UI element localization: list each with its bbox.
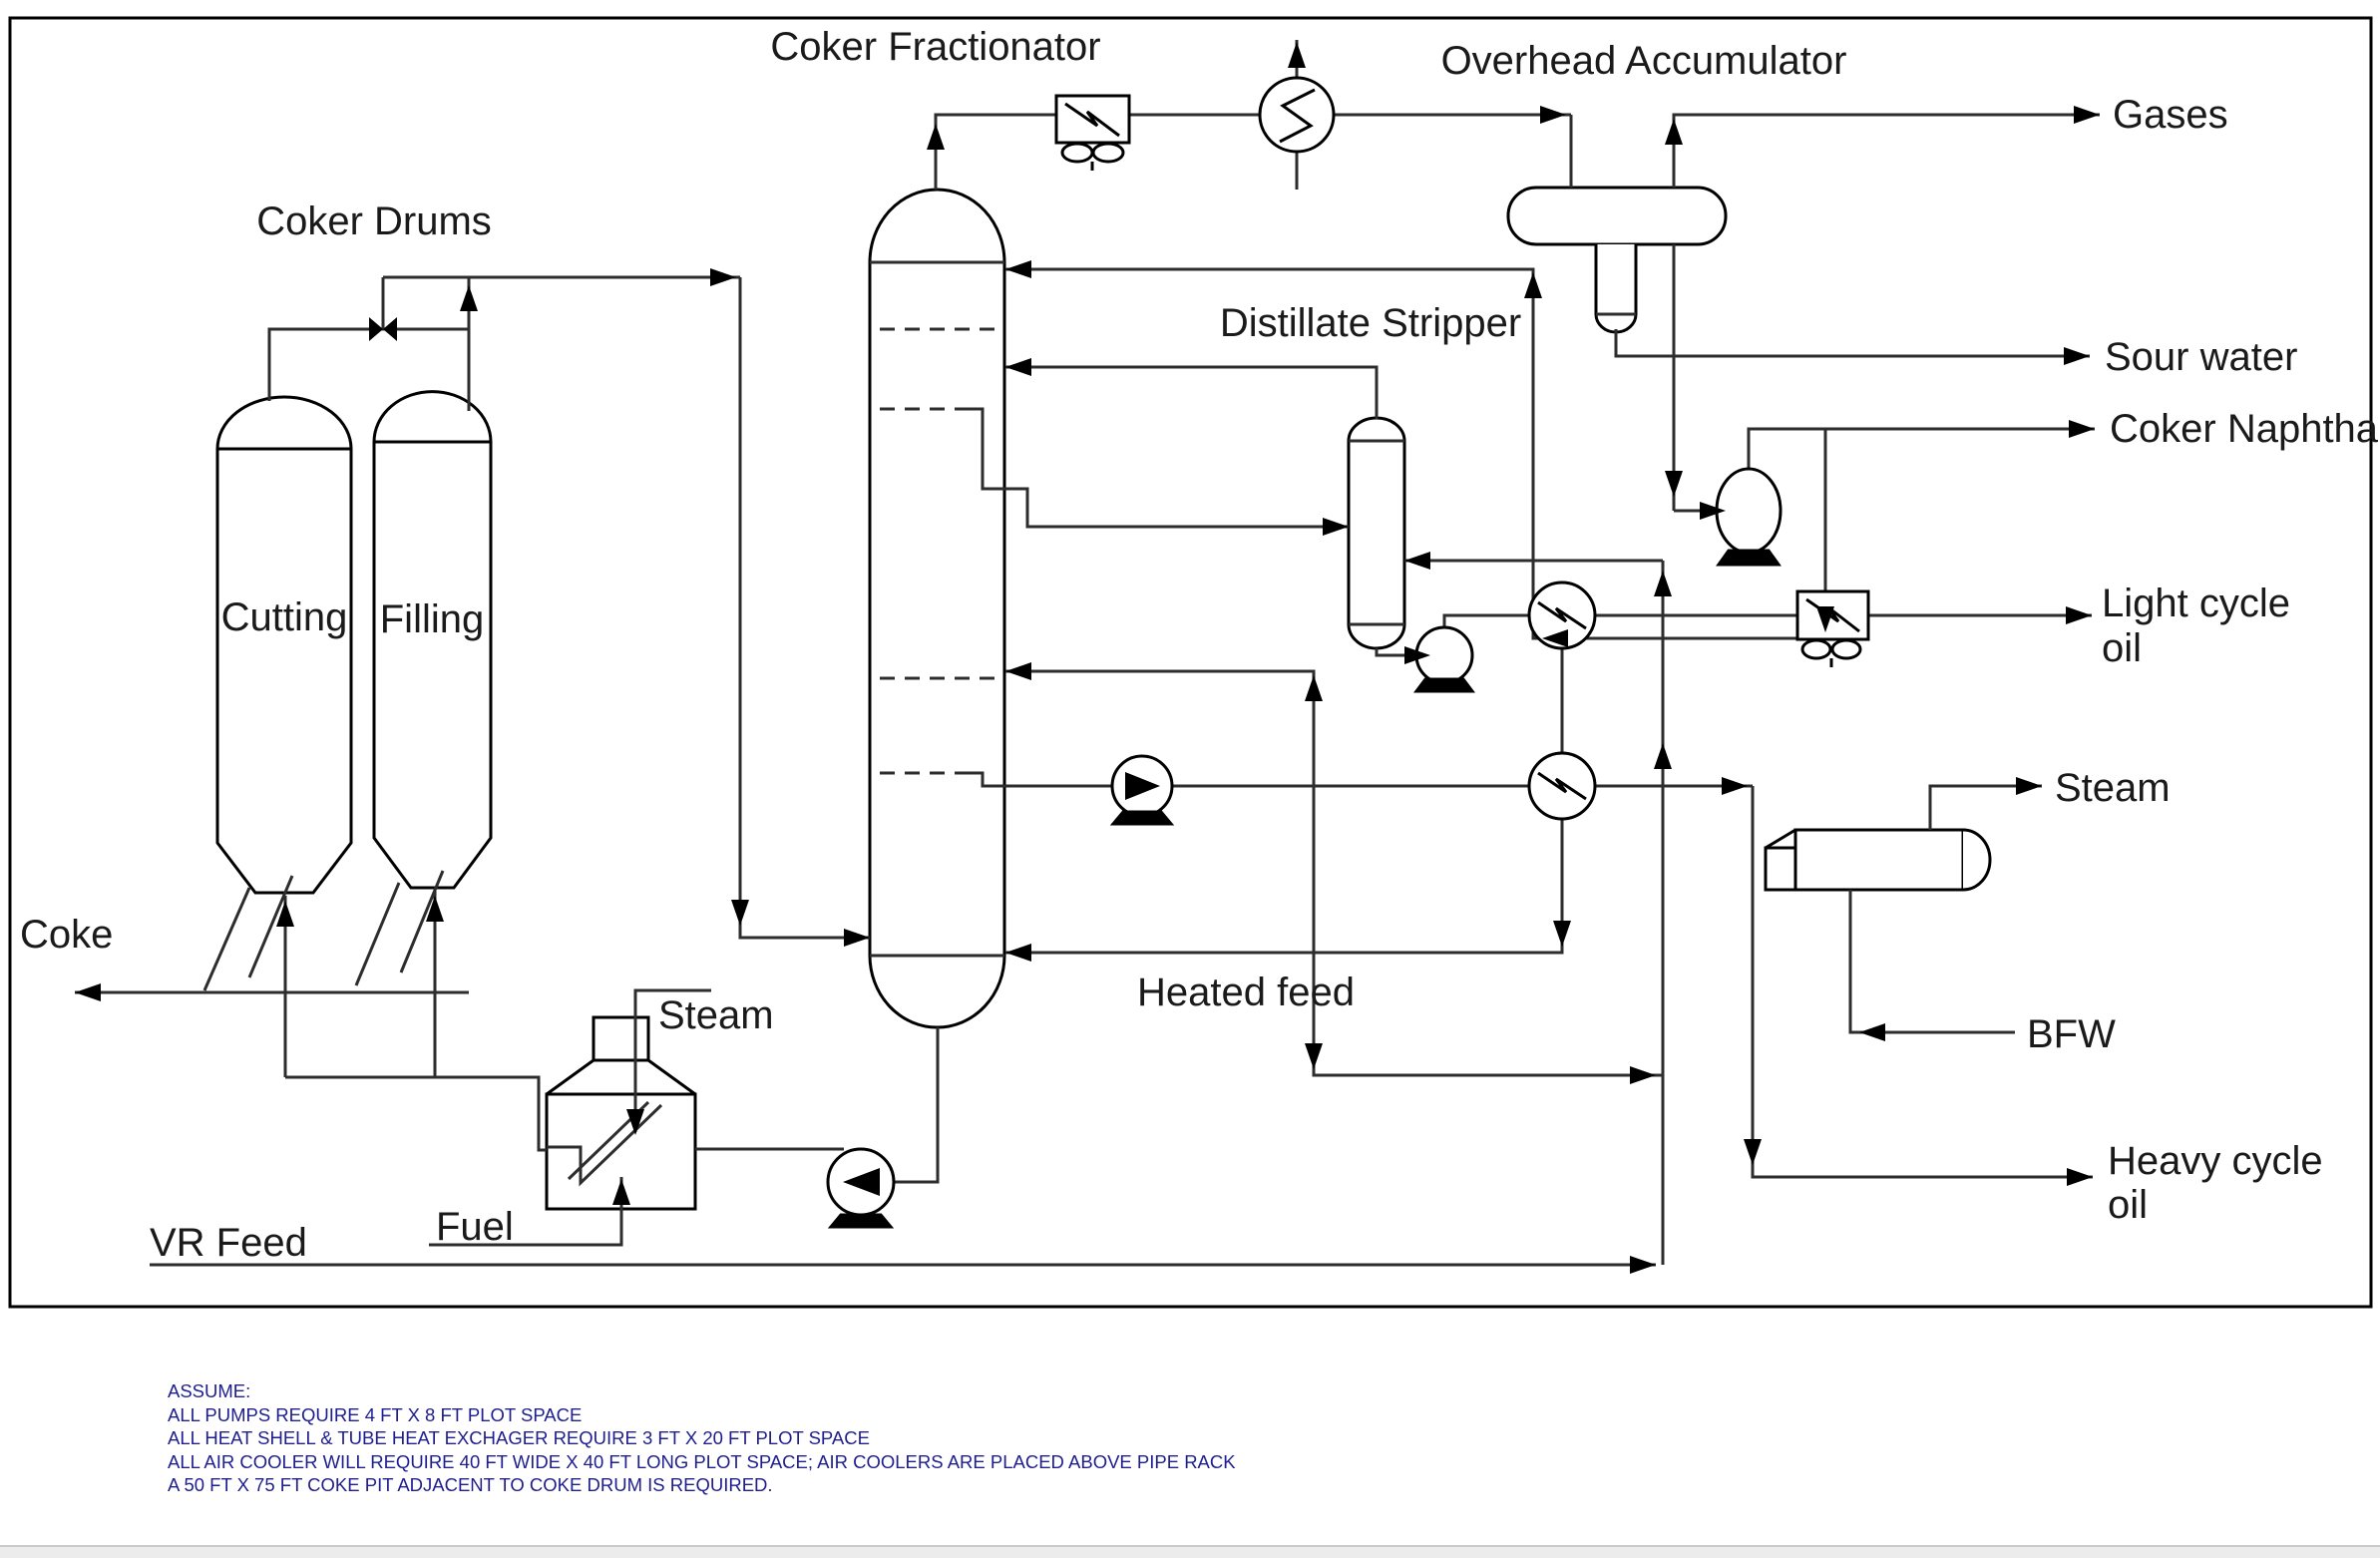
arrowhead-icon [1859,1023,1885,1041]
arrowhead-icon [1305,1043,1323,1069]
arrowhead-icon [2067,1168,2093,1186]
arrowhead-icon [1722,777,1748,795]
arrowhead-icon [1630,1066,1656,1084]
steam-generator-slant [1765,828,1796,850]
arrowhead-icon [731,900,749,926]
arrowhead-icon [1744,1139,1762,1165]
furnace-stack [592,1015,650,1062]
note-line: ALL HEAT SHELL & TUBE HEAT EXCHAGER REQU… [168,1427,870,1448]
label-overhead-accumulator: Overhead Accumulator [1441,39,1847,83]
overhead-condenser-icon [1258,76,1336,154]
naphtha-pump-icon [1715,467,1783,567]
furnace-roof-right [647,1058,696,1096]
label-light-cycle-oil-2: oil [2102,626,2142,670]
arrowhead-icon [2074,106,2100,124]
arrowhead-icon [75,983,101,1001]
arrowhead-icon [276,901,294,927]
label-coker-fractionator: Coker Fractionator [770,25,1100,69]
arrowhead-icon [927,124,945,150]
label-bfw: BFW [2027,1012,2116,1056]
arrowhead-icon [1005,260,1031,278]
shell-tube-exchanger-2-icon [1527,751,1597,821]
arrowhead-icon [1524,272,1542,298]
arrowhead-icon [1654,571,1672,596]
arrowhead-icon [1700,502,1726,520]
steam-generator-shell [1793,828,1965,892]
arrowhead-icon [626,1109,644,1135]
arrowhead-icon [844,929,870,947]
label-distillate-stripper: Distillate Stripper [1220,301,1521,345]
arrowhead-icon [1553,921,1571,947]
label-coker-drums: Coker Drums [256,199,492,243]
arrowhead-icon [1404,646,1430,664]
lco-air-cooler-icon [1795,589,1870,667]
label-gases: Gases [2113,93,2228,137]
note-line: ALL PUMPS REQUIRE 4 FT X 8 FT PLOT SPACE [168,1403,583,1425]
label-heavy-cycle-oil-2: oil [2108,1183,2148,1227]
arrowhead-icon [1404,552,1430,570]
steam-generator-channel [1764,846,1797,892]
arrowhead-icon [1654,743,1672,769]
arrowhead-icon [460,285,478,311]
arrowhead-icon [1816,606,1834,632]
fractionator-bottoms-pump-icon [826,1147,896,1229]
arrowhead-icon [1630,1256,1656,1274]
arrowhead-icon [1305,675,1323,701]
distillate-stripper-column [1347,416,1406,650]
label-steam-furnace: Steam [658,993,774,1037]
drum-crossover-valve-icon [369,317,397,341]
arrowhead-icon [2069,420,2095,438]
arrowhead-icon [2016,777,2042,795]
note-line: ALL AIR COOLER WILL REQUIRE 40 FT WIDE X… [168,1450,1236,1472]
arrowhead-icon [1005,358,1031,376]
flow-arrows [75,42,2100,1274]
note-line: A 50 FT X 75 FT COKE PIT ADJACENT TO COK… [168,1474,773,1495]
shell-tube-exchanger-1-icon [1527,581,1597,650]
label-light-cycle-oil-1: Light cycle [2102,582,2290,625]
arrowhead-icon [1323,518,1349,536]
arrowhead-icon [1288,42,1306,68]
arrowhead-icon [1665,119,1683,145]
label-filling: Filling [380,597,484,641]
coker-drum-filling [372,390,493,890]
arrowhead-icon [2066,606,2092,624]
arrowhead-icon [612,1179,630,1205]
arrowhead-icon [2064,347,2090,365]
overhead-air-cooler-icon [1054,94,1131,171]
overhead-accumulator-drum [1506,186,1728,246]
arrowhead-icon [1540,106,1566,124]
label-vr-feed: VR Feed [150,1221,307,1265]
label-heavy-cycle-oil-1: Heavy cycle [2108,1139,2323,1183]
coker-fractionator-column [868,188,1006,1029]
label-coke: Coke [20,913,113,957]
label-cutting: Cutting [221,595,348,639]
column-internals [870,260,1636,958]
label-coker-naphtha: Coker Naphtha [2110,407,2379,451]
label-steam-right: Steam [2055,766,2171,810]
label-fuel: Fuel [436,1205,514,1249]
arrowhead-icon [1005,944,1031,962]
arrowhead-icon [1005,662,1031,680]
coker-drum-cutting [215,395,353,895]
window-footer-bar [0,1545,2380,1558]
assumption-notes: ASSUME: ALL PUMPS REQUIRE 4 FT X 8 FT PL… [168,1379,1236,1497]
hco-pump-icon [1109,754,1175,826]
furnace-roof-left [546,1058,595,1096]
arrowhead-icon [710,268,736,286]
note-line: ASSUME: [168,1380,251,1401]
label-heated-feed: Heated feed [1137,971,1355,1014]
arrowhead-icon [426,896,444,922]
arrowhead-icon [1665,471,1683,497]
stripper-bottoms-pump-icon [1413,625,1475,693]
arrowhead-icon [1542,629,1568,647]
accumulator-boot [1594,244,1638,334]
steam-generator-cap [1962,828,1992,892]
pfd-diagram: Coker Fractionator Overhead Accumulator … [8,16,2379,1309]
label-sour-water: Sour water [2105,335,2297,379]
